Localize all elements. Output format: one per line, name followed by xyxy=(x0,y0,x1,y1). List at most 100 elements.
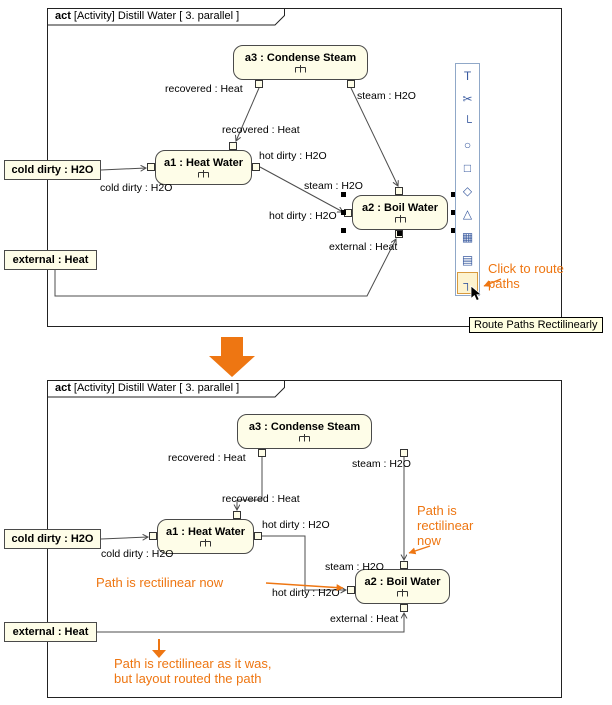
selection-handle[interactable] xyxy=(451,192,456,197)
flow-cold-dirty-to-a1-top[interactable] xyxy=(100,168,146,170)
flow-a1-to-a2-hot-dirty-top[interactable] xyxy=(259,166,343,212)
rake-icon xyxy=(295,65,306,73)
pin-label-recovered-a1-bottom[interactable]: recovered : Heat xyxy=(222,493,300,505)
pin-label-recovered-a1-top[interactable]: recovered : Heat xyxy=(222,124,300,136)
action-a2-boil-water-bottom[interactable]: a2 : Boil Water xyxy=(355,569,450,604)
pin-label-external-a2-bottom[interactable]: external : Heat xyxy=(330,613,399,625)
pin-label-hot-dirty-a1-top[interactable]: hot dirty : H2O xyxy=(259,150,327,162)
parameter-name: cold dirty : H2O xyxy=(11,533,94,545)
pin-hot-dirty-in-a2-bottom[interactable] xyxy=(347,586,355,594)
action-a2-boil-water-top[interactable]: a2 : Boil Water xyxy=(352,195,448,230)
parameter-node-cold-dirty-bottom[interactable]: cold dirty : H2O xyxy=(4,529,101,549)
annotation-click-to-route: Click to route paths xyxy=(488,261,564,291)
rake-icon xyxy=(397,589,408,597)
triangle-tool-button[interactable]: △ xyxy=(457,203,478,225)
pin-label-cold-dirty-a1-top[interactable]: cold dirty : H2O xyxy=(100,182,173,194)
pin-steam-out-a3-top[interactable] xyxy=(347,80,355,88)
scissors-tool-button[interactable]: ✂ xyxy=(457,88,478,110)
flow-cold-dirty-to-a1-bottom[interactable] xyxy=(100,537,148,539)
tooltip-route-paths: Route Paths Rectilinearly xyxy=(469,317,603,333)
pin-cold-dirty-in-a1-bottom[interactable] xyxy=(149,532,157,540)
frame-header-bottom xyxy=(47,380,285,398)
pin-hot-dirty-out-a1-top[interactable] xyxy=(252,163,260,171)
corner-path-tool-button[interactable]: └ xyxy=(457,111,478,133)
pin-recovered-out-a3-top[interactable] xyxy=(255,80,263,88)
pin-hot-dirty-out-a1-bottom[interactable] xyxy=(254,532,262,540)
rectangle-icon: □ xyxy=(463,161,472,175)
pin-steam-in-a2-bottom[interactable] xyxy=(400,561,408,569)
diamond-icon: ◇ xyxy=(462,184,473,198)
flow-external-to-a2-top[interactable] xyxy=(54,239,396,297)
parameter-node-external-top[interactable]: external : Heat xyxy=(4,250,97,270)
action-name: a3 : Condense Steam xyxy=(244,52,357,64)
selection-handle[interactable] xyxy=(451,228,456,233)
annotation-line-2: but layout routed the path xyxy=(114,671,262,686)
rectilinear-route-icon: ┐ xyxy=(463,276,472,290)
list-icon: ▤ xyxy=(461,253,474,267)
action-a3-condense-steam-bottom[interactable]: a3 : Condense Steam xyxy=(237,414,372,449)
pin-label-steam-a3-bottom[interactable]: steam : H2O xyxy=(352,458,411,470)
corner-path-icon: └ xyxy=(463,115,472,129)
rake-icon xyxy=(200,539,211,547)
grid-tool-button[interactable]: ▦ xyxy=(457,226,478,248)
pin-external-in-a2-bottom[interactable] xyxy=(400,604,408,612)
pin-label-external-a2-top[interactable]: external : Heat xyxy=(329,241,398,253)
flow-a3-to-a1-recovered-bottom[interactable] xyxy=(237,457,263,510)
pin-label-steam-a3-top[interactable]: steam : H2O xyxy=(357,90,416,102)
circle-icon: ○ xyxy=(463,138,472,152)
pin-label-steam-a2-top[interactable]: steam : H2O xyxy=(304,180,363,192)
flow-a3-to-a2-steam-top[interactable] xyxy=(350,87,398,186)
circle-tool-button[interactable]: ○ xyxy=(457,134,478,156)
flow-a3-to-a1-recovered-top[interactable] xyxy=(236,87,260,141)
pin-label-recovered-a3-top[interactable]: recovered : Heat xyxy=(165,83,243,95)
pin-cold-dirty-in-a1-top[interactable] xyxy=(147,163,155,171)
pin-label-cold-dirty-a1-bottom[interactable]: cold dirty : H2O xyxy=(101,548,174,560)
pin-steam-out-a3-bottom[interactable] xyxy=(400,449,408,457)
selection-handle[interactable] xyxy=(341,192,346,197)
action-a1-heat-water-top[interactable]: a1 : Heat Water xyxy=(155,150,252,185)
list-tool-button[interactable]: ▤ xyxy=(457,249,478,271)
action-a1-heat-water-bottom[interactable]: a1 : Heat Water xyxy=(157,519,254,554)
action-name: a1 : Heat Water xyxy=(163,157,244,169)
action-name: a3 : Condense Steam xyxy=(248,421,361,433)
parameter-name: external : Heat xyxy=(12,626,89,638)
pin-recovered-in-a1-top[interactable] xyxy=(229,142,237,150)
annotation-line-1: Path is rectilinear as it was, xyxy=(114,656,272,671)
selection-handle[interactable] xyxy=(341,228,346,233)
rake-icon xyxy=(394,215,406,223)
action-name: a1 : Heat Water xyxy=(165,526,246,538)
mouse-cursor xyxy=(470,285,483,302)
pin-label-hot-dirty-a2-bottom[interactable]: hot dirty : H2O xyxy=(272,587,340,599)
triangle-icon: △ xyxy=(462,207,473,221)
parameter-name: external : Heat xyxy=(12,254,89,266)
parameter-node-external-bottom[interactable]: external : Heat xyxy=(4,622,97,642)
parameter-node-cold-dirty-top[interactable]: cold dirty : H2O xyxy=(4,160,101,180)
grid-icon: ▦ xyxy=(461,230,474,244)
frame-header-top xyxy=(47,8,285,26)
pin-recovered-in-a1-bottom[interactable] xyxy=(233,511,241,519)
pin-steam-in-a2-top[interactable] xyxy=(395,187,403,195)
selection-handle[interactable] xyxy=(341,210,346,215)
selection-handle[interactable] xyxy=(451,210,456,215)
pin-label-steam-a2-bottom[interactable]: steam : H2O xyxy=(325,561,384,573)
flow-a1-to-a2-hot-dirty-bottom[interactable] xyxy=(262,535,346,590)
selection-handle[interactable] xyxy=(397,231,402,236)
frame-keyword: act xyxy=(55,10,71,22)
pin-label-hot-dirty-a1-bottom[interactable]: hot dirty : H2O xyxy=(262,519,330,531)
pin-label-recovered-a3-bottom[interactable]: recovered : Heat xyxy=(168,452,246,464)
frame-title-top: act[Activity] Distill Water [ 3. paralle… xyxy=(55,10,239,22)
action-name: a2 : Boil Water xyxy=(362,202,438,214)
diamond-tool-button[interactable]: ◇ xyxy=(457,180,478,202)
rake-icon xyxy=(299,434,310,442)
action-a3-condense-steam-top[interactable]: a3 : Condense Steam xyxy=(233,45,368,80)
flow-external-to-a2-bottom[interactable] xyxy=(97,613,404,633)
parameter-name: cold dirty : H2O xyxy=(11,164,94,176)
frame-name: [Activity] Distill Water [ 3. parallel ] xyxy=(73,10,240,22)
pin-label-hot-dirty-a2-top[interactable]: hot dirty : H2O xyxy=(269,210,337,222)
action-name: a2 : Boil Water xyxy=(364,576,441,588)
text-tool-button[interactable]: T xyxy=(457,65,478,87)
rectangle-tool-button[interactable]: □ xyxy=(457,157,478,179)
pin-recovered-out-a3-bottom[interactable] xyxy=(258,449,266,457)
diagram-toolbar: T ✂ └ ○ □ ◇ △ ▦ ▤ ┐ xyxy=(455,63,480,296)
